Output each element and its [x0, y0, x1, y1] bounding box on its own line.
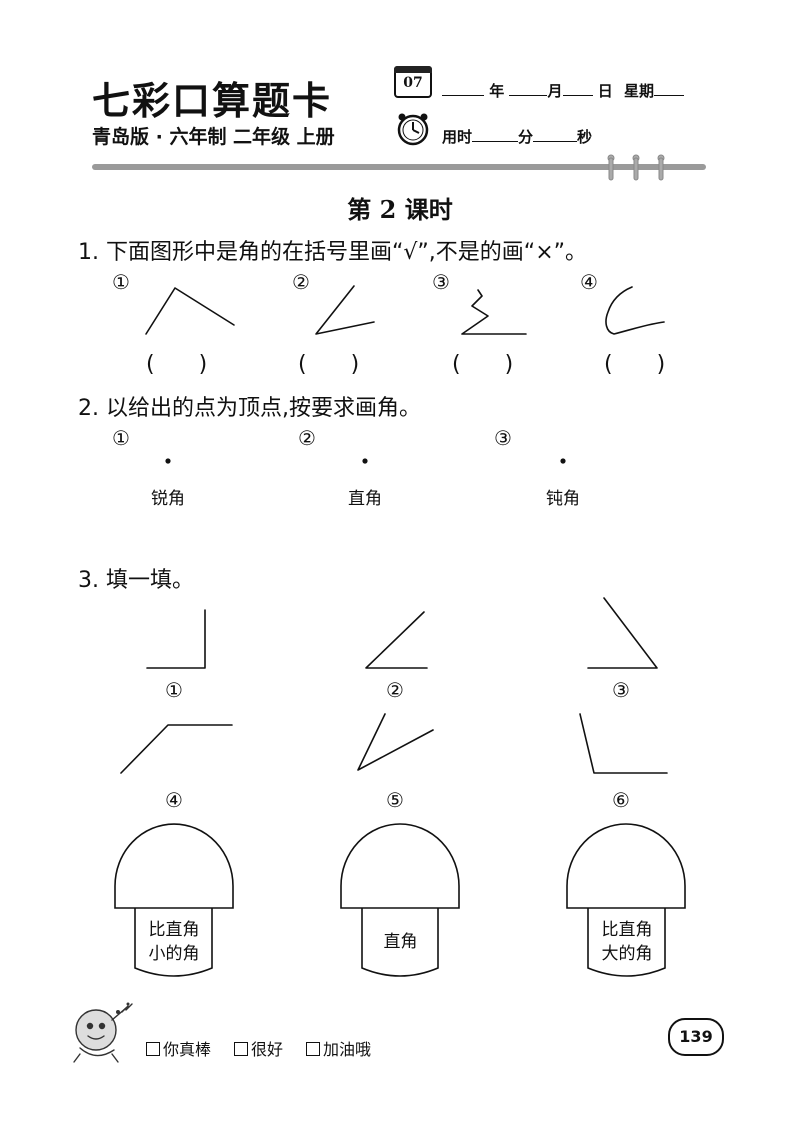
- minutes-label: 分: [518, 128, 534, 146]
- time-fields: 用时 分 秒: [442, 126, 592, 147]
- page-number-badge: 139: [668, 1018, 724, 1056]
- mushroom-3-label: 比直角大的角: [601, 920, 653, 964]
- q3-mushrooms: [114, 823, 686, 977]
- q2-item-number: ①: [112, 426, 130, 450]
- calendar-day: 07: [403, 75, 423, 91]
- vertex-point: [165, 458, 171, 464]
- year-blank[interactable]: [442, 81, 484, 96]
- mushroom-2-label: 直角: [383, 932, 418, 952]
- rating-option-keep-going[interactable]: 加油哦: [306, 1036, 371, 1060]
- obtuse-angle-label: 钝角: [546, 489, 580, 509]
- mushroom-2[interactable]: [340, 823, 460, 977]
- vertex-point: [362, 458, 368, 464]
- q3-shape-label: ①: [165, 678, 183, 702]
- clock-icon: [396, 112, 430, 146]
- q3-shape-label: ④: [165, 788, 183, 812]
- time-used-label: 用时: [442, 128, 473, 146]
- month-label: 月: [547, 82, 563, 100]
- q3-shape-label: ⑥: [612, 788, 630, 812]
- q3-angle-4: [120, 724, 233, 774]
- date-fields: 年 月 日 星期: [442, 80, 684, 101]
- month-blank[interactable]: [509, 81, 548, 96]
- q1-figure-1: [145, 287, 235, 335]
- q3-angle-6: [579, 713, 668, 774]
- page-number: 139: [679, 1027, 713, 1046]
- q3-angle-5: [357, 713, 434, 771]
- brand-title: 七彩口算题卡: [92, 78, 333, 123]
- answer-blank-4[interactable]: ( ): [604, 352, 666, 377]
- question-3-prompt: 3. 填一填。: [78, 568, 194, 593]
- mushroom-3[interactable]: [566, 823, 686, 977]
- question-2-prompt: 2. 以给出的点为顶点,按要求画角。: [78, 396, 421, 421]
- rating-option-good[interactable]: 很好: [234, 1036, 283, 1060]
- rating-option-great[interactable]: 你真棒: [146, 1036, 211, 1060]
- q1-figure-4: [605, 286, 665, 335]
- q1-item-number: ②: [292, 270, 310, 294]
- week-blank[interactable]: [654, 81, 684, 96]
- q3-shape-label: ③: [612, 678, 630, 702]
- checkbox-icon[interactable]: [306, 1042, 320, 1056]
- lesson-title: 第 2 课时: [347, 195, 453, 224]
- q1-item-number: ③: [432, 270, 450, 294]
- q2-item-number: ③: [494, 426, 512, 450]
- q3-shape-label: ⑤: [386, 788, 404, 812]
- q1-figure-2: [315, 285, 375, 335]
- header-divider: [92, 154, 706, 181]
- q1-item-number: ①: [112, 270, 130, 294]
- acute-angle-label: 锐角: [151, 489, 185, 509]
- book-subtitle: 青岛版 · 六年制 二年级 上册: [92, 126, 335, 148]
- question-1-prompt: 1. 下面图形中是角的在括号里画“√”,不是的画“×”。: [78, 240, 588, 265]
- checkbox-icon[interactable]: [234, 1042, 248, 1056]
- q3-angle-3: [587, 597, 658, 669]
- answer-blank-2[interactable]: ( ): [298, 352, 360, 377]
- calendar-icon: 07: [394, 62, 432, 98]
- day-blank[interactable]: [562, 81, 593, 96]
- q3-shape-label: ②: [386, 678, 404, 702]
- q1-figure-3: [461, 289, 527, 335]
- checkbox-icon[interactable]: [146, 1042, 160, 1056]
- q2-vertex-points: [165, 458, 566, 464]
- q3-angle-figures: [120, 597, 668, 774]
- q1-item-number: ④: [580, 270, 598, 294]
- seconds-blank[interactable]: [533, 127, 578, 142]
- q1-figures: [145, 285, 665, 335]
- minutes-blank[interactable]: [472, 127, 519, 142]
- year-label: 年: [489, 82, 505, 100]
- right-angle-label: 直角: [348, 489, 382, 509]
- answer-blank-1[interactable]: ( ): [146, 352, 208, 377]
- q3-angle-1: [146, 609, 206, 669]
- mushroom-1-label: 比直角小的角: [148, 920, 200, 964]
- vertex-point: [560, 458, 566, 464]
- answer-blank-3[interactable]: ( ): [452, 352, 514, 377]
- q3-angle-2: [365, 611, 428, 669]
- seconds-label: 秒: [577, 128, 593, 146]
- q2-item-number: ②: [298, 426, 316, 450]
- week-label: 星期: [623, 82, 654, 100]
- mushroom-1[interactable]: [114, 823, 234, 977]
- day-label: 日: [597, 82, 613, 100]
